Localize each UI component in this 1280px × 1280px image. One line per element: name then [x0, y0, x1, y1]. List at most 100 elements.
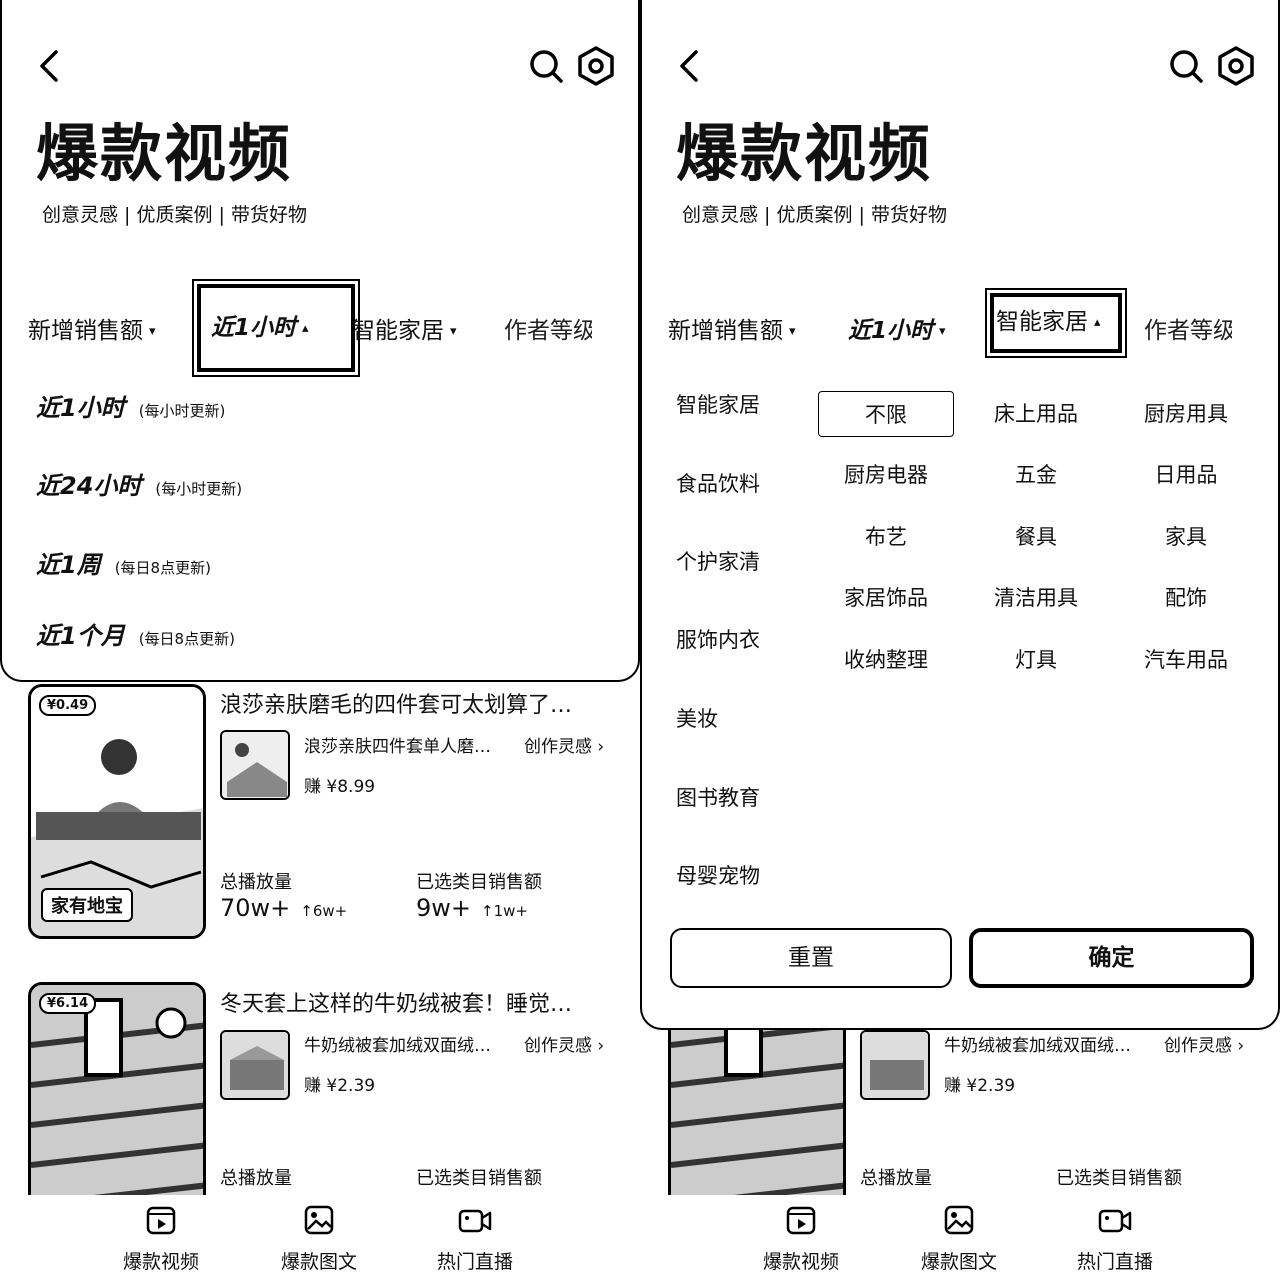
subcategory-item[interactable]: 收纳整理: [844, 648, 928, 672]
video-thumbnail[interactable]: ¥0.49 家有地宝: [28, 684, 206, 939]
period-tab[interactable]: 近1小时▾: [848, 312, 946, 350]
subcategory-item-selected[interactable]: 不限: [818, 391, 954, 437]
search-icon[interactable]: [526, 46, 566, 86]
subcategory-item[interactable]: 灯具: [1015, 648, 1057, 672]
product-thumbnail[interactable]: [220, 730, 290, 800]
caret-down-icon: ▾: [789, 323, 796, 339]
earn-amount: 赚 ¥2.39: [944, 1076, 1016, 1096]
subcategory-item[interactable]: 配饰: [1165, 586, 1207, 610]
category-item[interactable]: 智能家居: [676, 393, 760, 417]
period-option[interactable]: 近1周 (每日8点更新): [36, 545, 211, 580]
page-subtitle: 创意灵感 | 优质案例 | 带货好物: [42, 204, 307, 226]
nav-hot-posts[interactable]: 爆款图文: [894, 1203, 1024, 1274]
settings-icon[interactable]: [1214, 44, 1258, 88]
subcategory-item[interactable]: 日用品: [1154, 463, 1218, 487]
category-tab[interactable]: 智能家居 ▴: [985, 288, 1127, 358]
category-item[interactable]: 个护家清: [676, 550, 760, 574]
period-option-name: 近1周: [36, 551, 101, 579]
sort-tab[interactable]: 新增销售额▾: [28, 312, 156, 350]
subcategory-item[interactable]: 厨房用具: [1144, 402, 1228, 426]
video-title[interactable]: 冬天套上这样的牛奶绒被套！睡觉…: [220, 992, 573, 1017]
nav-hot-live[interactable]: 热门直播: [410, 1203, 540, 1274]
period-option-note: (每日8点更新): [114, 559, 211, 577]
nav-hot-live[interactable]: 热门直播: [1050, 1203, 1180, 1274]
inspiration-link[interactable]: 创作灵感 ›: [524, 1031, 604, 1056]
back-icon[interactable]: [30, 46, 70, 86]
author-level-tab[interactable]: 作者等级: [1144, 312, 1232, 350]
live-camera-icon: [1098, 1209, 1132, 1233]
sales-count: 9w+: [416, 894, 472, 922]
product-name[interactable]: 浪莎亲肤四件套单人磨…: [304, 737, 491, 757]
category-tab-label: 智能家居: [996, 309, 1088, 335]
period-tab[interactable]: 近1小时▴: [192, 279, 360, 377]
nav-label: 热门直播: [1076, 1251, 1153, 1273]
period-tab-label: 近1小时: [848, 318, 934, 344]
caret-up-icon: ▴: [302, 320, 309, 336]
settings-icon[interactable]: [574, 44, 618, 88]
page-subtitle: 创意灵感 | 优质案例 | 带货好物: [682, 204, 947, 226]
sort-tab[interactable]: 新增销售额 ▾: [668, 312, 796, 350]
product-thumbnail[interactable]: [220, 1030, 290, 1100]
video-caption: 家有地宝: [41, 888, 133, 922]
screen-category-filter: 牛奶绒被套加绒双面绒… 创作灵感 › 赚 ¥2.39 总播放量 已选类目销售额 …: [640, 0, 1280, 1280]
nav-label: 热门直播: [436, 1251, 513, 1273]
back-icon[interactable]: [670, 46, 710, 86]
nav-hot-posts[interactable]: 爆款图文: [254, 1203, 384, 1274]
inspiration-link[interactable]: 创作灵感 ›: [1164, 1031, 1244, 1056]
subcategory-item[interactable]: 布艺: [865, 525, 907, 549]
product-name[interactable]: 牛奶绒被套加绒双面绒…: [944, 1036, 1131, 1056]
chevron-right-icon: ›: [597, 737, 605, 757]
category-tab[interactable]: 智能家居▾: [352, 312, 457, 350]
price-badge: ¥0.49: [39, 695, 97, 716]
author-level-tab[interactable]: 作者等级: [504, 312, 592, 350]
product-name[interactable]: 牛奶绒被套加绒双面绒…: [304, 1036, 491, 1056]
nav-hot-videos[interactable]: 爆款视频: [96, 1203, 226, 1274]
plays-label: 总播放量: [860, 1168, 932, 1189]
sales-label: 已选类目销售额: [1056, 1168, 1182, 1189]
subcategory-item[interactable]: 床上用品: [994, 402, 1078, 426]
period-option[interactable]: 近1小时(每小时更新): [36, 388, 225, 423]
subcategory-item[interactable]: 家具: [1165, 525, 1207, 549]
subcategory-item[interactable]: 餐具: [1015, 525, 1057, 549]
video-play-icon: [146, 1206, 176, 1235]
product-thumbnail[interactable]: [860, 1030, 930, 1100]
page-title: 爆款视频: [676, 117, 933, 190]
nav-hot-videos[interactable]: 爆款视频: [736, 1203, 866, 1274]
earn-amount: 赚 ¥2.39: [304, 1076, 376, 1096]
subcategory-item[interactable]: 清洁用具: [994, 586, 1078, 610]
subcategory-item[interactable]: 五金: [1015, 463, 1057, 487]
period-option-name: 近24小时: [36, 472, 142, 500]
caret-down-icon: ▾: [450, 323, 457, 339]
reset-button[interactable]: 重置: [670, 928, 952, 988]
image-icon: [944, 1205, 974, 1235]
sales-label: 已选类目销售额: [416, 872, 542, 893]
confirm-button[interactable]: 确定: [969, 928, 1254, 988]
plays-label: 总播放量: [220, 1168, 292, 1189]
inspiration-link[interactable]: 创作灵感 ›: [524, 732, 604, 757]
nav-label: 爆款视频: [122, 1251, 199, 1273]
category-item[interactable]: 食品饮料: [676, 472, 760, 496]
category-item[interactable]: 图书教育: [676, 786, 760, 810]
subcategory-item[interactable]: 家居饰品: [844, 586, 928, 610]
video-title[interactable]: 浪莎亲肤磨毛的四件套可太划算了…: [220, 693, 573, 718]
product-image: [222, 1032, 288, 1098]
period-option-name: 近1个月: [36, 622, 125, 650]
category-item[interactable]: 服饰内衣: [676, 628, 760, 652]
period-option[interactable]: 近1个月(每日8点更新): [36, 616, 235, 651]
search-icon[interactable]: [1166, 46, 1206, 86]
subcategory-item[interactable]: 汽车用品: [1144, 648, 1228, 672]
sales-value: 9w+↑1w+: [416, 894, 528, 922]
product-image: [222, 732, 288, 798]
period-option[interactable]: 近24小时(每小时更新): [36, 466, 242, 501]
caret-down-icon: ▾: [149, 323, 156, 339]
live-camera-icon: [458, 1209, 492, 1233]
nav-label: 爆款图文: [280, 1251, 357, 1273]
category-item[interactable]: 美妆: [676, 707, 718, 731]
caret-up-icon: ▴: [1094, 314, 1101, 330]
subcategory-item[interactable]: 厨房电器: [844, 463, 928, 487]
author-tab-label: 作者等级: [1144, 318, 1232, 344]
sort-tab-label: 新增销售额: [668, 318, 783, 344]
category-dropdown-overlay: 爆款视频 创意灵感 | 优质案例 | 带货好物 新增销售额 ▾ 近1小时▾ 智能家…: [640, 0, 1280, 1030]
category-item[interactable]: 母婴宠物: [676, 864, 760, 888]
product-image: [862, 1032, 928, 1098]
